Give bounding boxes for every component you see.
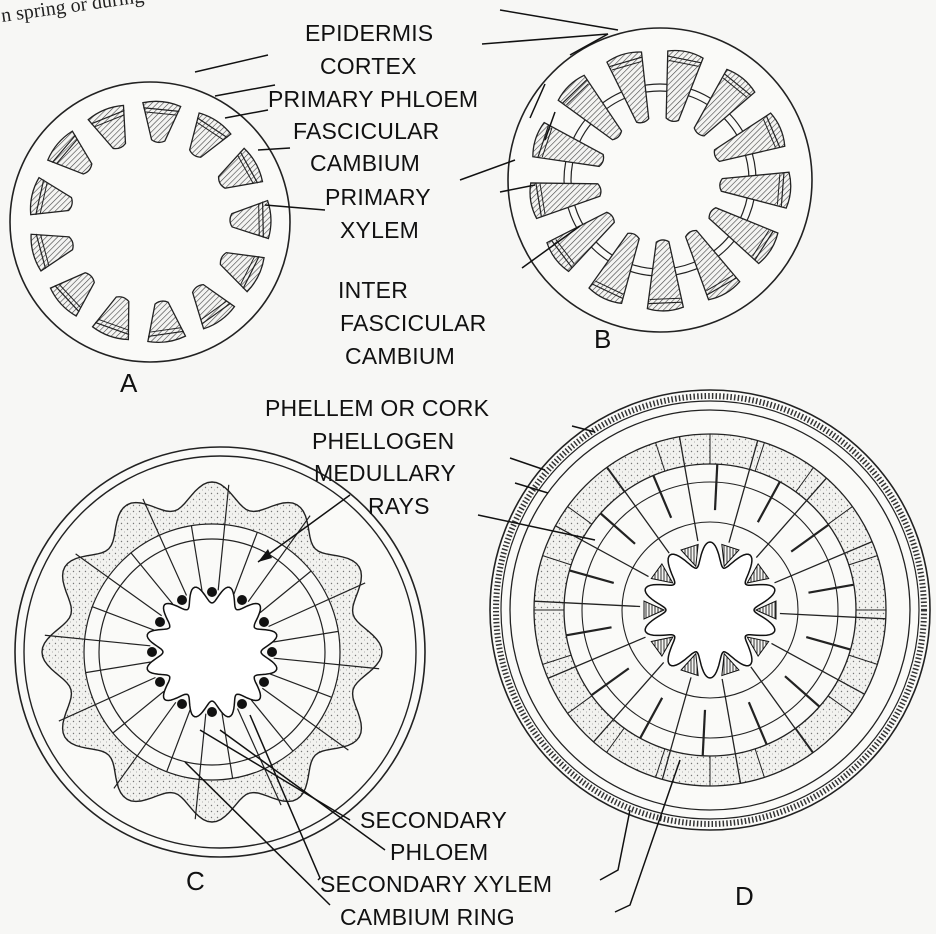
label-fascicular2: FASCICULAR	[340, 310, 486, 336]
diagram-d	[490, 390, 930, 830]
label-phellogen: PHELLOGEN	[312, 428, 454, 454]
label-cambium2: CAMBIUM	[345, 343, 455, 369]
diagram-c-xylem-point	[207, 587, 217, 597]
diagram-b	[508, 28, 812, 332]
diagram-label-d: D	[735, 881, 754, 911]
label-cambium: CAMBIUM	[310, 150, 420, 176]
diagram-c-xylem-point	[259, 617, 269, 627]
label-rays: RAYS	[368, 493, 430, 519]
label-phloem: PHLOEM	[390, 839, 488, 865]
diagram-label-a: A	[120, 368, 138, 398]
page-header-fragment: n spring or during	[0, 0, 145, 27]
label-cortex: CORTEX	[320, 53, 417, 79]
diagram-label-c: C	[186, 866, 205, 896]
diagram-c-xylem-point	[207, 707, 217, 717]
diagram-c-xylem-point	[259, 677, 269, 687]
diagram-c-xylem-point	[147, 647, 157, 657]
label-xylem: XYLEM	[340, 217, 419, 243]
label-fascicular: FASCICULAR	[293, 118, 439, 144]
label-secondary-xylem: SECONDARY XYLEM	[320, 871, 552, 897]
diagram-c-xylem-point	[177, 699, 187, 709]
label-primary-phloem: PRIMARY PHLOEM	[268, 86, 478, 112]
label-phellem: PHELLEM OR CORK	[265, 395, 490, 421]
diagram-c-xylem-point	[237, 595, 247, 605]
diagram-c-xylem-point	[177, 595, 187, 605]
diagram-c-pith	[147, 587, 276, 716]
diagram-a	[10, 82, 290, 362]
label-inter: INTER	[338, 277, 408, 303]
label-medullary: MEDULLARY	[314, 460, 456, 486]
diagram-c-xylem-point	[237, 699, 247, 709]
label-secondary: SECONDARY	[360, 807, 507, 833]
label-cambium-ring: CAMBIUM RING	[340, 904, 515, 930]
diagram-c-xylem-point	[155, 617, 165, 627]
label-primary: PRIMARY	[325, 184, 431, 210]
diagram-label-b: B	[594, 324, 612, 354]
diagram-c-xylem-point	[267, 647, 277, 657]
diagram-c-xylem-point	[155, 677, 165, 687]
label-epidermis: EPIDERMIS	[305, 20, 433, 46]
